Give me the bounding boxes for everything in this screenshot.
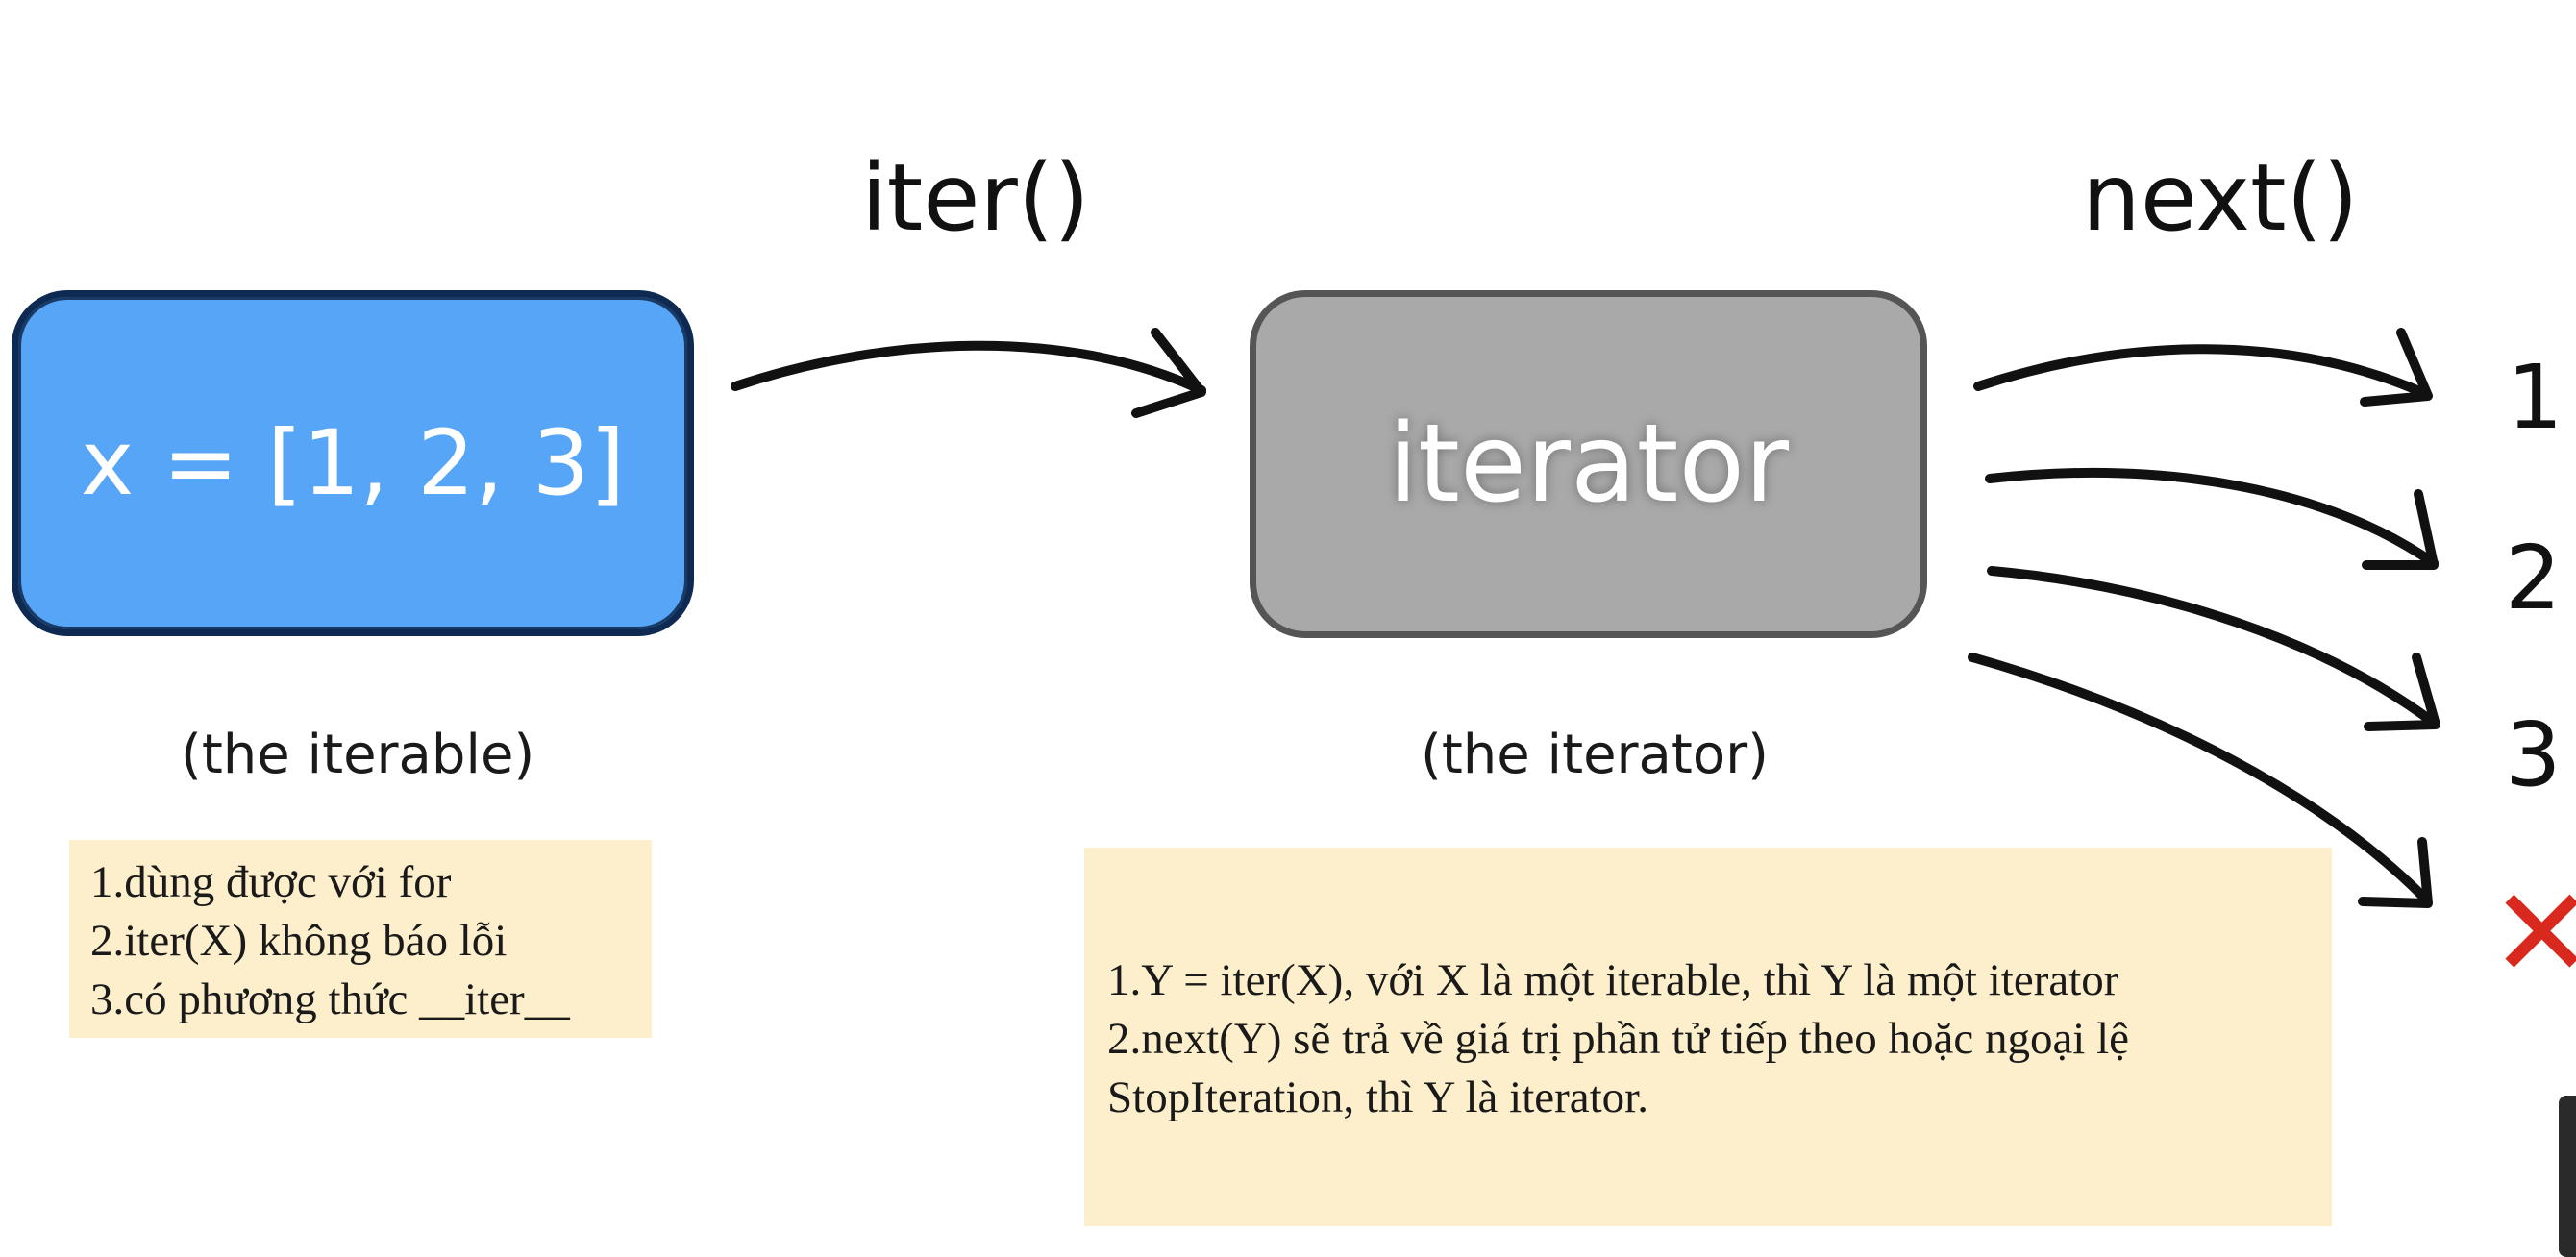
iterator-note-line: 1.Y = iter(X), với X là một iterable, th… [1107, 955, 2119, 1005]
next-arrow-3 [1987, 566, 2439, 727]
next-arrow-3-head [2364, 653, 2440, 731]
next-arrow-1-head [2360, 328, 2433, 407]
next-function-label: next() [2082, 144, 2359, 252]
iterator-notes: 1.Y = iter(X), với X là một iterable, th… [1084, 848, 2332, 1226]
iterable-note-line: 1.dùng được với for [90, 857, 452, 907]
iterable-caption: (the iterable) [181, 724, 535, 786]
iterable-note-line: 3.có phương thức __iter__ [90, 974, 570, 1024]
iterable-box-text: x = [1, 2, 3] [80, 410, 626, 516]
iterable-note-line: 2.iter(X) không báo lỗi [90, 916, 508, 966]
iterator-box: iterator [1250, 290, 1927, 638]
next-arrow-2-head [2362, 489, 2439, 570]
result-1: 1 [2507, 346, 2564, 449]
result-2: 2 [2505, 527, 2562, 629]
iter-function-label: iter() [861, 144, 1090, 252]
iterator-caption: (the iterator) [1421, 724, 1769, 786]
stop-iteration-cross-icon: ✕ [2489, 860, 2576, 1006]
iterator-note-line: 2.next(Y) sẽ trả về giá trị phần tử tiếp… [1107, 1014, 2130, 1064]
iter-arrow [731, 340, 1206, 395]
iter-arrow-head [1131, 328, 1206, 418]
iterable-notes: 1.dùng được với for 2.iter(X) không báo … [69, 840, 652, 1038]
iterable-box: x = [1, 2, 3] [12, 290, 694, 636]
result-3: 3 [2505, 703, 2562, 806]
next-arrow-stop-head [2358, 837, 2433, 908]
window-edge-scrollbar[interactable] [2559, 1096, 2576, 1257]
next-arrow-1 [1973, 344, 2431, 399]
iterator-note-line: StopIteration, thì Y là iterator. [1107, 1072, 1648, 1122]
next-arrow-2 [1985, 468, 2439, 568]
iterator-box-text: iterator [1387, 402, 1790, 527]
